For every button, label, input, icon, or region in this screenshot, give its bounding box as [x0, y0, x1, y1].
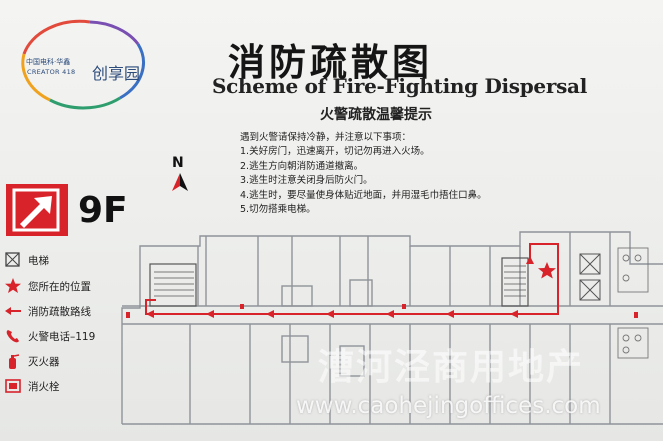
legend-label: 消防疏散路线 [28, 306, 91, 318]
exit-arrow-icon [12, 188, 60, 232]
website-url: www.caohejingoffices.com [296, 393, 601, 419]
elevator-bank [579, 253, 601, 301]
plan-walls [121, 231, 663, 425]
north-compass: N [168, 155, 192, 195]
restrooms [617, 247, 649, 359]
fire-phone-icon [6, 330, 20, 343]
legend-label: 灭火器 [28, 356, 60, 368]
logo-name: 创享园 [92, 64, 141, 83]
north-arrow-icon [172, 173, 188, 191]
tips-list: 遇到火警请保持冷静，并注意以下事项： 1.关好房门，迅速离开，切记勿再进入火场。… [240, 131, 487, 217]
evacuation-route [145, 243, 559, 318]
tip-item: 1.关好房门，迅速离开，切记勿再进入火场。 [240, 146, 430, 158]
extinguisher-markers [126, 304, 638, 318]
logo-company: 中国电科·华鑫 [26, 58, 71, 66]
logo-ring-icon [21, 19, 145, 110]
evacuation-arrow-icon [5, 307, 21, 315]
tip-item: 4.逃生时，要尽量使身体贴近地面，并用湿毛巾捂住口鼻。 [240, 189, 487, 201]
legend-label: 消火栓 [28, 381, 60, 393]
floor-badge [6, 184, 68, 236]
tips-heading: 火警疏散温馨提示 [320, 107, 432, 123]
legend-label: 您所在的位置 [28, 281, 91, 293]
logo-code: CREATOR 418 [27, 68, 76, 76]
watermark-text: 漕河泾商用地产 [318, 347, 585, 388]
elevator-icon [5, 252, 20, 267]
tip-item: 5.切勿搭乘电梯。 [240, 204, 316, 216]
tip-item: 3.逃生时注意关闭身后防火门。 [240, 175, 373, 187]
floor-label: 9F [78, 190, 128, 231]
right-stairwell [501, 257, 529, 307]
fire-extinguisher-icon [9, 354, 20, 369]
legend-label: 电梯 [28, 255, 49, 267]
page-title: 消防疏散图 [228, 41, 433, 84]
left-stairwell [149, 263, 197, 307]
you-are-here-star-icon [5, 278, 21, 293]
fire-hydrant-icon [5, 379, 21, 393]
north-label: N [172, 155, 184, 171]
floor-plan [121, 231, 663, 425]
tip-item: 2.逃生方向朝消防通道撤离。 [240, 160, 364, 172]
you-are-here-marker [538, 262, 556, 279]
tips-intro: 遇到火警请保持冷静，并注意以下事项： [240, 132, 412, 143]
page-subtitle: Scheme of Fire-Fighting Dispersal [212, 74, 588, 98]
legend-label: 火警电话–119 [28, 331, 96, 343]
